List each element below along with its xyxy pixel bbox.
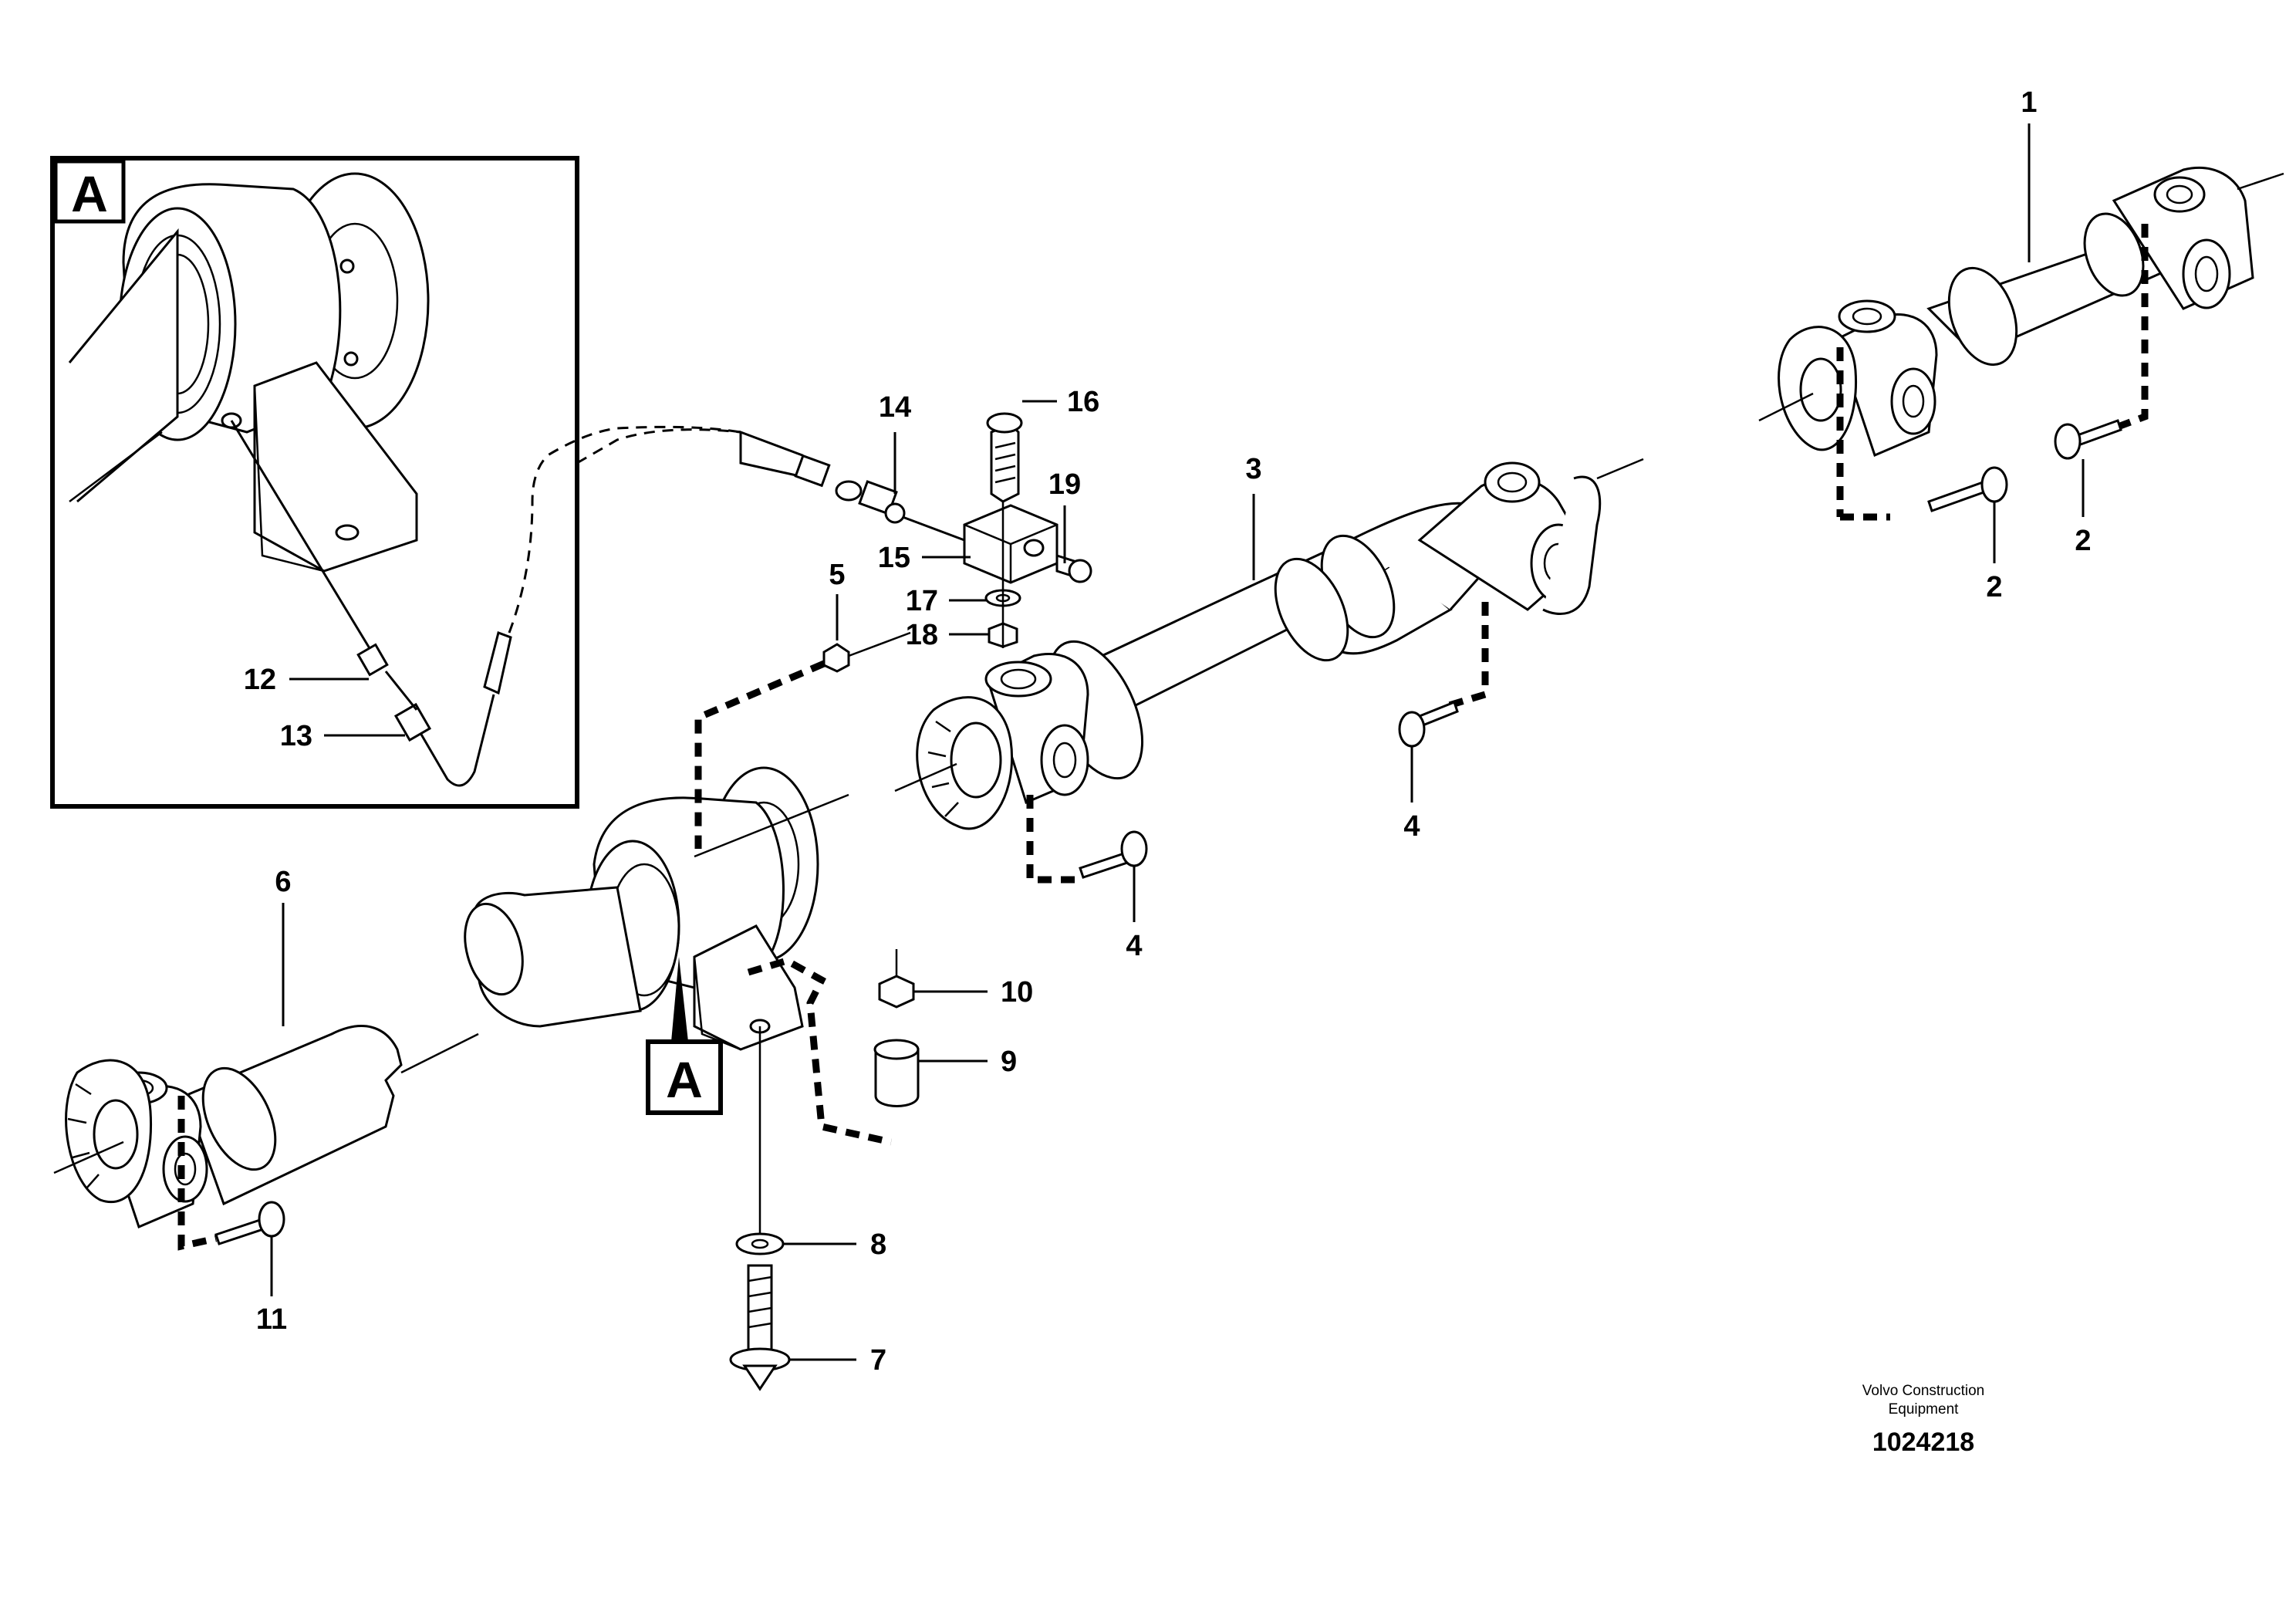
spacer-9	[873, 1039, 920, 1107]
view-marker-a: A	[646, 957, 723, 1115]
footer: Volvo Construction Equipment 1024218	[1862, 1383, 1984, 1457]
callout-2a: 2	[1986, 571, 2002, 603]
callout-9: 9	[1001, 1046, 1017, 1078]
callout-5: 5	[829, 559, 845, 591]
callout-7: 7	[870, 1344, 886, 1377]
washer-8	[735, 1232, 785, 1255]
bolt-11	[214, 1201, 285, 1245]
callout-8: 8	[870, 1228, 886, 1261]
propeller-shaft-6	[53, 1025, 479, 1229]
view-marker-a-label: A	[666, 1051, 703, 1108]
speed-sensor-assembly	[739, 412, 1092, 648]
callout-6: 6	[275, 866, 291, 898]
callout-13: 13	[280, 720, 312, 752]
detail-bearing-drawing	[68, 172, 741, 787]
bolt-2b	[2054, 419, 2122, 460]
callout-4a: 4	[1126, 930, 1142, 962]
callout-12: 12	[244, 664, 276, 696]
propeller-shaft-3	[894, 458, 1644, 830]
detail-a-label: A	[71, 165, 108, 222]
propeller-shaft-1	[1758, 166, 2284, 458]
callout-3: 3	[1245, 453, 1261, 485]
bolt-7	[729, 1264, 791, 1391]
callout-11: 11	[256, 1303, 287, 1336]
callout-17: 17	[906, 585, 938, 617]
bolt-2a	[1927, 466, 2008, 512]
brand-line-1: Volvo Construction	[1862, 1383, 1984, 1399]
callout-1: 1	[2021, 86, 2037, 119]
bolt-4a	[1079, 830, 1148, 879]
document-number: 1024218	[1872, 1428, 1974, 1457]
callout-19: 19	[1048, 468, 1081, 501]
callout-15: 15	[878, 542, 910, 574]
callout-4b: 4	[1403, 810, 1420, 843]
callout-2b: 2	[2075, 525, 2091, 557]
nut-5	[822, 643, 850, 673]
callout-16: 16	[1067, 386, 1099, 418]
callout-10: 10	[1001, 976, 1033, 1009]
nut-10	[878, 975, 915, 1009]
detail-a-inset: A	[50, 156, 741, 809]
callout-14: 14	[879, 391, 911, 424]
center-bearing	[464, 766, 849, 1051]
callout-18: 18	[906, 619, 938, 651]
brand-line-2: Equipment	[1889, 1401, 1960, 1418]
bolt-4b	[1398, 701, 1459, 748]
